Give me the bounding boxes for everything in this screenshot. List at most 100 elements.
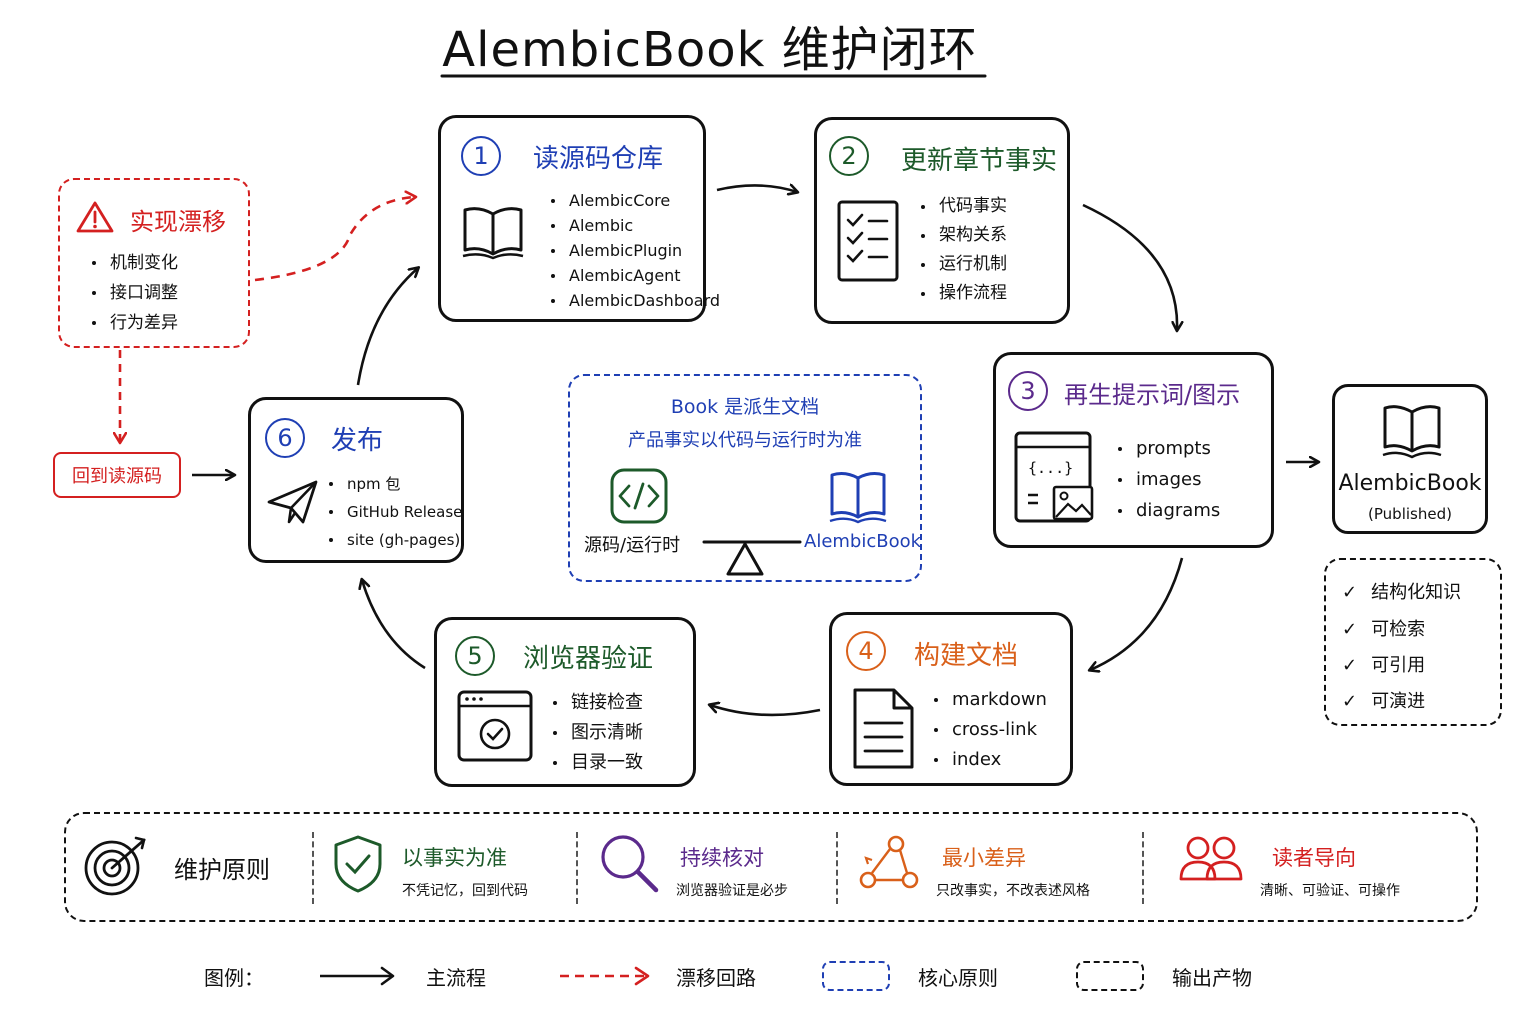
back-to-source-text: 回到读源码 (72, 466, 162, 487)
legend-drift-arrow-icon (560, 966, 650, 986)
principles-title: 维护原则 (174, 856, 270, 884)
step-2-number: 2 (829, 136, 869, 176)
arrow-3-to-4 (1090, 557, 1184, 670)
list-item: prompts (1116, 433, 1220, 464)
step-3-number: 3 (1008, 371, 1048, 411)
list-item: 接口调整 (90, 278, 178, 308)
list-item: AlembicCore (549, 188, 720, 213)
check-row: ✓ 可引用 (1342, 651, 1425, 677)
step-5-card: 5 浏览器验证 链接检查 图示清晰 目录一致 (434, 617, 696, 787)
step-4-number: 4 (846, 631, 886, 671)
users-icon (1179, 836, 1243, 881)
check-label: 可演进 (1371, 691, 1426, 712)
legend-core-principle: 核心原则 (918, 966, 998, 990)
legend-output: 输出产物 (1172, 966, 1252, 990)
arrow-1-to-2 (716, 185, 797, 192)
list-item: index (932, 745, 1047, 775)
step-4-title: 构建文档 (914, 641, 1019, 671)
step-3-card: 3 再生提示词/图示 {...} prompts images diagrams (993, 352, 1274, 548)
step-4-card: 4 构建文档 markdown cross-link index (829, 612, 1073, 786)
drift-title: 实现漂移 (130, 208, 226, 236)
drift-list: 机制变化 接口调整 行为差异 (90, 248, 178, 338)
output-checks-box: ✓ 结构化知识 ✓ 可检索 ✓ 可引用 ✓ 可演进 (1324, 558, 1502, 726)
step-2-card: 2 更新章节事实 代码事实 架构关系 运行机制 操作流程 (814, 117, 1070, 324)
legend-label: 图例： (204, 966, 264, 990)
principle-3-desc: 只改事实，不改表述风格 (936, 883, 1090, 899)
output-card: AlembicBook (Published) (1332, 384, 1488, 534)
check-icon: ✓ (1342, 691, 1358, 712)
principles-divider (576, 832, 578, 904)
list-item: diagrams (1116, 495, 1220, 526)
arrow-5-to-6 (362, 580, 426, 670)
step-2-title: 更新章节事实 (901, 146, 1058, 176)
check-row: ✓ 可检索 (1342, 615, 1425, 641)
code-icon (610, 468, 668, 524)
list-item: 行为差异 (90, 308, 178, 338)
arrow-4-to-5 (710, 705, 821, 717)
check-icon: ✓ (1342, 619, 1358, 640)
shield-check-icon (334, 835, 382, 893)
arrow-6-to-1 (356, 268, 418, 386)
list-item: images (1116, 464, 1220, 495)
core-line-1: Book 是派生文档 (670, 396, 820, 418)
warning-icon (76, 201, 114, 233)
open-book-icon (1382, 405, 1442, 459)
drift-box: 实现漂移 机制变化 接口调整 行为差异 (58, 178, 250, 348)
principles-divider (1142, 832, 1144, 904)
list-item: 目录一致 (551, 748, 643, 778)
step-3-list: prompts images diagrams (1116, 433, 1220, 526)
list-item: GitHub Release (327, 498, 462, 526)
check-label: 结构化知识 (1371, 582, 1462, 603)
browser-check-icon (457, 690, 533, 762)
legend-drift-loop: 漂移回路 (676, 966, 756, 990)
check-label: 可检索 (1371, 619, 1426, 640)
list-item: 机制变化 (90, 248, 178, 278)
svg-text:{...}: {...} (1028, 459, 1073, 477)
step-5-number: 5 (455, 636, 495, 676)
legend-main-flow: 主流程 (426, 966, 486, 990)
template-image-icon: {...} (1014, 431, 1094, 523)
legend-output-swatch (1076, 961, 1144, 991)
check-row: ✓ 可演进 (1342, 687, 1425, 713)
step-2-list: 代码事实 架构关系 运行机制 操作流程 (919, 192, 1007, 308)
paper-plane-icon (267, 480, 318, 524)
legend-core-swatch (822, 961, 890, 991)
list-item: cross-link (932, 715, 1047, 745)
target-icon (84, 836, 146, 896)
principle-4-title: 读者导向 (1272, 846, 1356, 870)
principle-3-title: 最小差异 (942, 846, 1026, 870)
step-1-number: 1 (461, 136, 501, 176)
drift-arrow-to-1 (254, 197, 415, 282)
principle-4-desc: 清晰、可验证、可操作 (1260, 883, 1400, 899)
back-to-source-label: 回到读源码 (53, 452, 181, 498)
checklist-icon (837, 200, 899, 282)
document-icon (853, 688, 914, 769)
arrow-2-to-3 (1082, 203, 1177, 330)
output-name: AlembicBook (1338, 471, 1482, 496)
check-icon: ✓ (1342, 655, 1358, 676)
check-label: 可引用 (1371, 655, 1426, 676)
check-icon: ✓ (1342, 582, 1358, 603)
balance-scale-icon (702, 540, 802, 576)
core-right-label: AlembicBook (804, 531, 922, 552)
step-6-card: 6 发布 npm 包 GitHub Release site (gh-pages… (248, 397, 464, 563)
step-4-list: markdown cross-link index (932, 685, 1047, 775)
list-item: AlembicPlugin (549, 238, 720, 263)
output-status: (Published) (1368, 505, 1452, 523)
principle-1-desc: 不凭记忆，回到代码 (402, 883, 528, 899)
core-left-label: 源码/运行时 (584, 535, 681, 556)
step-1-list: AlembicCore Alembic AlembicPlugin Alembi… (549, 188, 720, 313)
list-item: 运行机制 (919, 250, 1007, 279)
alembicbook-book-icon (829, 472, 887, 524)
list-item: 操作流程 (919, 279, 1007, 308)
legend-main-arrow-icon (320, 966, 395, 986)
list-item: AlembicDashboard (549, 288, 720, 313)
list-item: 代码事实 (919, 192, 1007, 221)
principle-2-title: 持续核对 (680, 846, 764, 870)
step-6-title: 发布 (331, 426, 384, 456)
magnifier-icon (601, 835, 659, 893)
step-1-card: 1 读源码仓库 AlembicCore Alembic AlembicPlugi… (438, 115, 720, 322)
core-principle-box: Book 是派生文档 产品事实以代码与运行时为准 源码/运行时 AlembicB… (568, 374, 922, 582)
step-6-list: npm 包 GitHub Release site (gh-pages) (327, 470, 462, 554)
